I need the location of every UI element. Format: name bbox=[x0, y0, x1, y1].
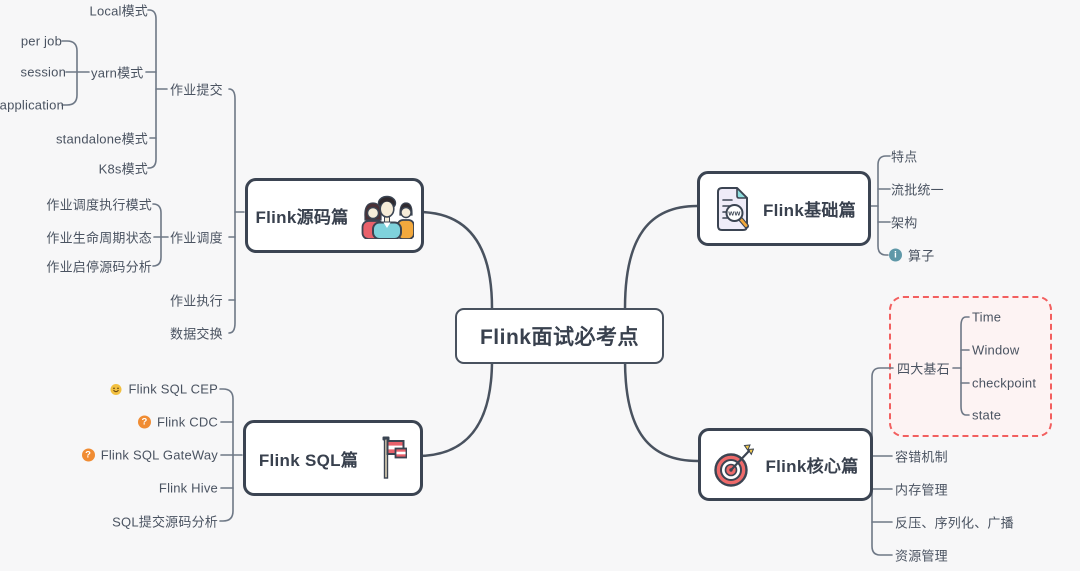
subtopic-local[interactable]: Local模式 bbox=[89, 3, 148, 19]
subtopic-sql-analysis[interactable]: SQL提交源码分析 bbox=[112, 514, 218, 530]
central-node[interactable]: Flink面试必考点 bbox=[455, 308, 664, 364]
question-marker-icon: ? bbox=[137, 415, 151, 429]
subtopic-data-exchange[interactable]: 数据交换 bbox=[170, 326, 223, 342]
subtopic-k8s[interactable]: K8s模式 bbox=[98, 161, 148, 177]
subtopic-state[interactable]: state bbox=[972, 407, 1002, 423]
subtopic-memory[interactable]: 内存管理 bbox=[895, 482, 948, 498]
subtopic-cornerstones[interactable]: 四大基石 bbox=[897, 361, 950, 377]
magnifier-text: ww bbox=[727, 208, 740, 217]
subtopic-sched-mode[interactable]: 作业调度执行模式 bbox=[46, 197, 152, 213]
question-marker-icon: ? bbox=[81, 448, 95, 462]
flag-icon bbox=[382, 436, 408, 479]
document-search-icon: ww bbox=[716, 186, 749, 231]
central-node-label: Flink面试必考点 bbox=[479, 326, 639, 349]
team-icon bbox=[361, 195, 414, 239]
smiley-marker-icon bbox=[110, 383, 122, 395]
subtopic-job-schedule[interactable]: 作业调度 bbox=[170, 230, 223, 246]
subtopic-fault-tolerance[interactable]: 容错机制 bbox=[895, 449, 948, 465]
subtopic-stream-batch[interactable]: 流批统一 bbox=[891, 182, 944, 198]
subtopic-sql-gateway[interactable]: ? Flink SQL GateWay bbox=[81, 448, 218, 463]
subtopic-features[interactable]: 特点 bbox=[891, 149, 918, 165]
subtopic-lifecycle[interactable]: 作业生命周期状态 bbox=[46, 230, 152, 246]
subtopic-startstop[interactable]: 作业启停源码分析 bbox=[46, 259, 152, 275]
target-icon bbox=[714, 443, 755, 487]
subtopic-sql-cdc[interactable]: ? Flink CDC bbox=[137, 415, 218, 430]
subtopic-job-submit[interactable]: 作业提交 bbox=[170, 82, 223, 98]
subtopic-architecture[interactable]: 架构 bbox=[891, 215, 918, 231]
topic-sql-label: Flink SQL篇 bbox=[258, 450, 359, 470]
subtopic-resource[interactable]: 资源管理 bbox=[895, 548, 948, 564]
topic-source-label: Flink源码篇 bbox=[255, 208, 349, 227]
subtopic-perjob[interactable]: per job bbox=[20, 33, 62, 49]
topic-node-source[interactable]: Flink源码篇 bbox=[245, 178, 424, 253]
topic-node-basic[interactable]: ww Flink基础篇 bbox=[697, 171, 871, 246]
info-marker-icon: i bbox=[889, 248, 902, 262]
subtopic-sql-hive[interactable]: Flink Hive bbox=[158, 480, 218, 496]
subtopic-operator[interactable]: i 算子 bbox=[889, 246, 934, 265]
cornerstones-highlight-box bbox=[889, 296, 1052, 437]
subtopic-yarn[interactable]: yarn模式 bbox=[91, 65, 144, 81]
subtopic-job-execute[interactable]: 作业执行 bbox=[170, 293, 223, 309]
topic-basic-label: Flink基础篇 bbox=[762, 201, 857, 220]
subtopic-backpressure[interactable]: 反压、序列化、广播 bbox=[895, 515, 1014, 531]
subtopic-time[interactable]: Time bbox=[972, 309, 1002, 325]
subtopic-checkpoint[interactable]: checkpoint bbox=[972, 375, 1037, 391]
subtopic-sql-cep[interactable]: Flink SQL CEP bbox=[110, 382, 218, 397]
subtopic-session[interactable]: session bbox=[20, 64, 66, 80]
topic-node-sql[interactable]: Flink SQL篇 bbox=[243, 420, 423, 496]
topic-node-core[interactable]: Flink核心篇 bbox=[698, 428, 873, 501]
subtopic-window[interactable]: Window bbox=[972, 342, 1020, 358]
subtopic-application[interactable]: application bbox=[0, 97, 64, 113]
topic-core-label: Flink核心篇 bbox=[765, 457, 859, 476]
subtopic-standalone[interactable]: standalone模式 bbox=[55, 131, 148, 147]
